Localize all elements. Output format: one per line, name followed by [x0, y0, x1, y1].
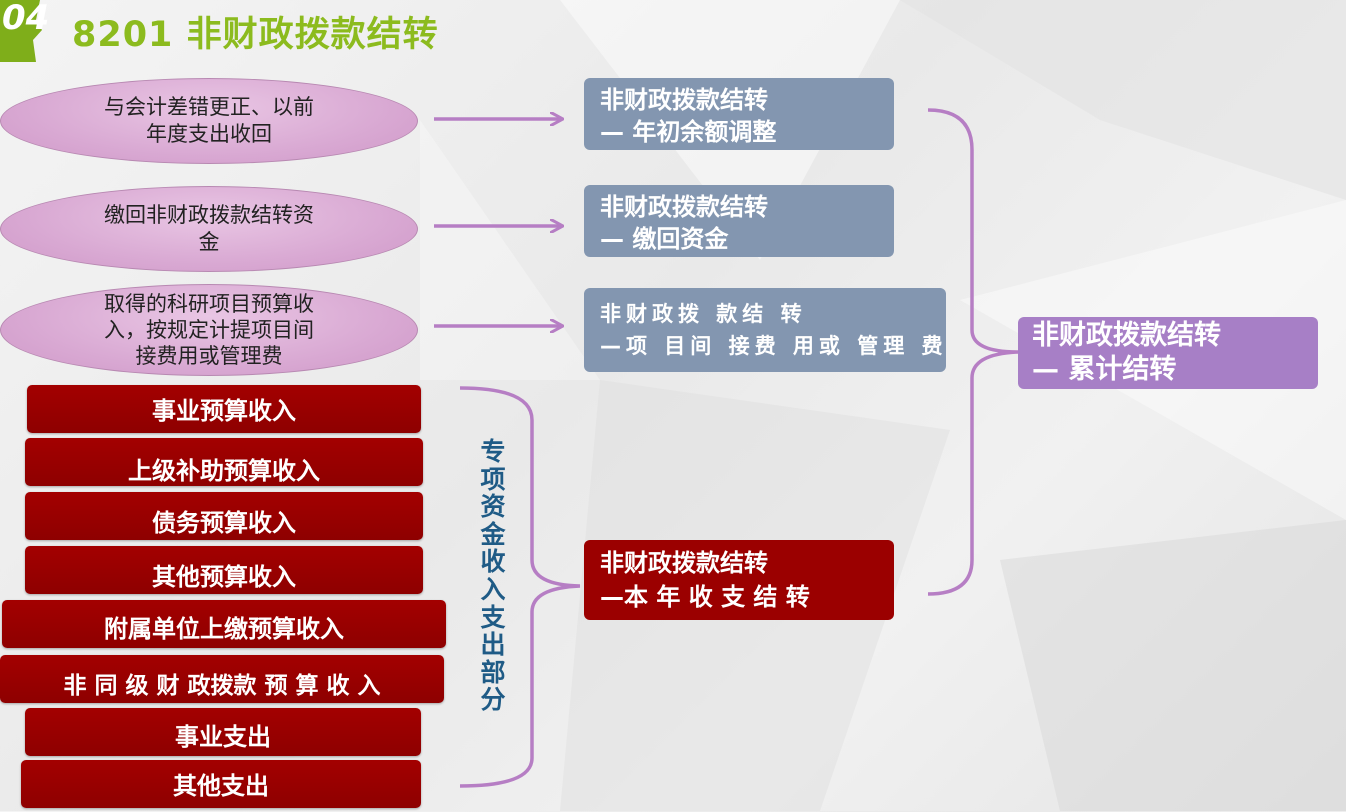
current-year-line2: —本 年 收 支 结 转: [600, 583, 810, 611]
page-title: 8201 非财政拨款结转: [72, 15, 439, 55]
source-ellipse-returned-funds: 缴回非财政拨款结转资 金: [0, 186, 418, 272]
target-line2: — 缴回资金: [600, 225, 729, 253]
income-item: 债务预算收入: [25, 492, 423, 540]
target-box-opening-adjustment: 非财政拨款结转 — 年初余额调整: [584, 78, 894, 150]
target-box-returned-funds: 非财政拨款结转 — 缴回资金: [584, 185, 894, 257]
current-year-line1: 非财政拨款结转: [600, 549, 768, 577]
target-line2: —项 目间 接费 用或 管理 费: [600, 334, 946, 358]
expense-item: 其他支出: [21, 760, 421, 808]
slide-number: 04: [2, 0, 50, 38]
target-line2: — 年初余额调整: [600, 118, 777, 146]
cumulative-carryover-box: 非财政拨款结转 — 累计结转: [1018, 317, 1318, 389]
income-item: 附属单位上缴预算收入: [2, 600, 446, 648]
target-line1: 非财政拨款结转: [600, 86, 768, 114]
expense-item: 事业支出: [25, 708, 421, 756]
income-item: 事业预算收入: [27, 385, 421, 433]
source-ellipse-research-income: 取得的科研项目预算收 入，按规定计提项目间 接费用或管理费: [0, 284, 418, 376]
badge-splash-icon: [0, 0, 42, 62]
income-item: 上级补助预算收入: [25, 438, 423, 486]
cumulative-line2: — 累计结转: [1032, 354, 1177, 385]
income-brace: [459, 386, 581, 788]
source-text: 取得的科研项目预算收 入，按规定计提项目间 接费用或管理费: [104, 292, 314, 368]
source-ellipse-error-correction: 与会计差错更正、以前 年度支出收回: [0, 78, 418, 164]
target-line1: 非财政拨款结转: [600, 193, 768, 221]
current-year-carryover-box: 非财政拨款结转 —本 年 收 支 结 转: [584, 540, 894, 620]
source-text: 缴回非财政拨款结转资 金: [104, 203, 314, 254]
target-line1: 非财政拨 款结 转: [600, 302, 807, 326]
group-label-special-funds: 专项资金收入支出部分: [480, 437, 506, 715]
cumulative-brace: [927, 108, 1019, 596]
income-item: 非 同 级 财 政拨款 预 算 收 入: [0, 655, 444, 703]
income-item: 其他预算收入: [25, 546, 423, 594]
slide-number-badge: 04: [0, 0, 49, 62]
cumulative-line1: 非财政拨款结转: [1032, 320, 1221, 351]
target-box-indirect-costs: 非财政拨 款结 转 —项 目间 接费 用或 管理 费: [584, 288, 946, 372]
source-text: 与会计差错更正、以前 年度支出收回: [104, 95, 314, 146]
